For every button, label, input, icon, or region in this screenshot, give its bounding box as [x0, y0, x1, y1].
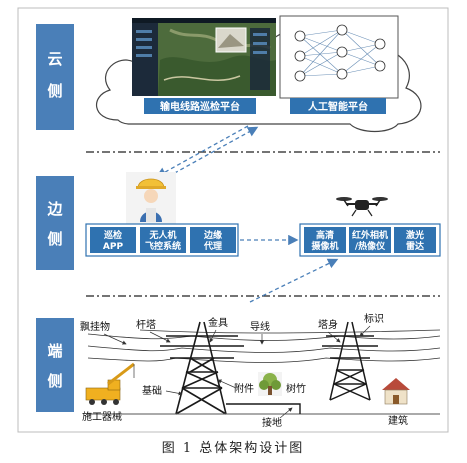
edge-right-box-0-line-0: 高清 — [316, 229, 334, 241]
edge-left-box-2 — [190, 227, 236, 253]
edge-right-box-1 — [349, 227, 391, 253]
label-jinju: 金具 — [208, 316, 228, 329]
arrow-end-to-edge — [249, 258, 339, 303]
label-shigongjixie: 施工器械 — [82, 410, 122, 423]
worker-icon — [126, 172, 176, 224]
band-cloud — [36, 24, 74, 130]
band-cloud-char1: 云 — [47, 50, 62, 68]
edge-left-box-0 — [90, 227, 136, 253]
edge-left-box-1 — [140, 227, 186, 253]
figure-caption: 图 1 总体架构设计图 — [162, 441, 305, 456]
edge-right-box-2-line-0: 激光 — [406, 229, 424, 241]
house-icon — [382, 378, 410, 405]
label-piaoguawu: 飘挂物 — [80, 320, 110, 333]
band-edge-char1: 边 — [46, 200, 63, 218]
edge-right-box-0 — [304, 227, 346, 253]
band-end-char1: 端 — [47, 342, 62, 360]
arrow-cloud-to-edge — [155, 125, 249, 178]
label-ganta: 杆塔 — [136, 318, 156, 331]
label-jichu: 基础 — [142, 384, 162, 397]
platform-1-label: 输电线路巡检平台 — [160, 100, 240, 113]
label-biaoshi: 标识 — [364, 313, 384, 325]
edge-left-box-0-line-0: 巡检 — [104, 229, 122, 241]
end-labels: 飘挂物 杆塔 金具 导线 塔身 标识 基础 附件 树竹 接地 建筑 施工器械 — [80, 313, 408, 429]
band-end — [36, 318, 74, 412]
label-jianzhu: 建筑 — [388, 414, 408, 427]
band-cloud-char2: 侧 — [47, 82, 62, 100]
outer-frame — [17, 7, 449, 433]
drone-icon — [336, 197, 388, 217]
power-lines — [87, 329, 441, 363]
edge-left-box-1-line-0: 无人机 — [148, 229, 176, 241]
edge-right-box-0-line-1: 摄像机 — [311, 240, 338, 252]
ai-platform-neural-net — [279, 15, 399, 99]
edge-left-box-1-line-1: 飞控系统 — [145, 240, 181, 252]
platform-2-box — [290, 98, 386, 114]
label-shuzhu: 树竹 — [286, 382, 306, 395]
tower-2 — [322, 321, 378, 401]
label-fujian: 附件 — [234, 382, 254, 395]
label-jiedi: 接地 — [262, 416, 282, 429]
platform-2-label: 人工智能平台 — [308, 100, 368, 113]
band-edge — [36, 176, 74, 270]
edge-right-box-1-line-0: 红外相机 — [352, 229, 388, 241]
tree-icon — [258, 372, 282, 396]
band-end-char2: 侧 — [47, 372, 62, 390]
edge-right-box-1-line-1: /热像仪 — [355, 240, 386, 252]
inspection-platform-screenshot — [132, 18, 276, 96]
crane-icon — [85, 362, 135, 405]
arrow-edge-to-cloud — [161, 126, 259, 181]
edge-left-box-0-line-1: APP — [103, 242, 124, 252]
grounding-wire — [226, 403, 301, 414]
edge-left-box-2-line-1: 代理 — [203, 240, 222, 252]
edge-right-box-2 — [394, 227, 436, 253]
edge-left-box-2-line-0: 边缘 — [203, 229, 222, 241]
tower-1 — [160, 321, 244, 415]
label-tashen: 塔身 — [318, 318, 338, 331]
edge-right-box-2-line-1: 雷达 — [406, 240, 424, 252]
label-daoxian: 导线 — [250, 320, 270, 333]
platform-1-box — [144, 98, 256, 114]
band-edge-char2: 侧 — [47, 230, 62, 248]
